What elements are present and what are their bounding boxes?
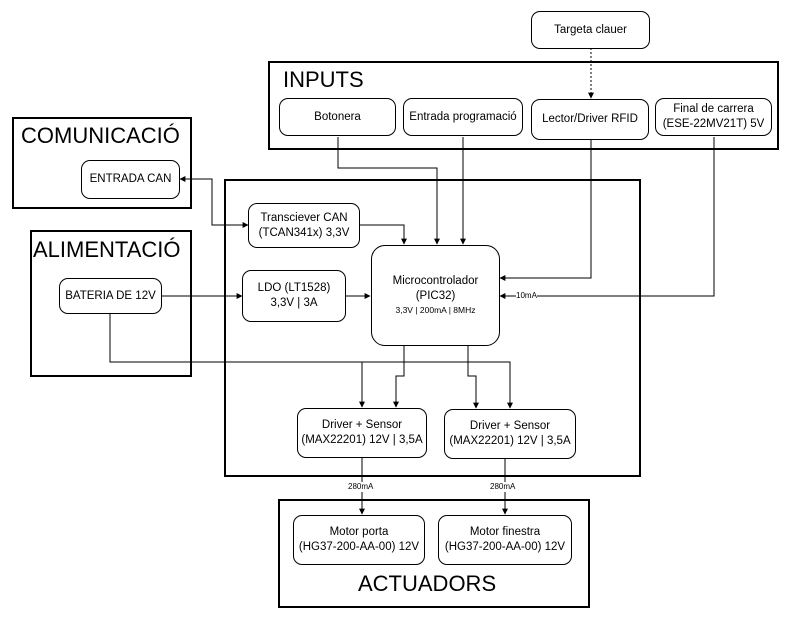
ldo-line2: 3,3V | 3A — [270, 297, 318, 309]
driver2-line2: (MAX22201) 12V | 3,5A — [449, 435, 571, 447]
transceiver-line1: Transciever CAN — [260, 211, 348, 224]
motor-porta-line2: (HG37-200-AA-00) 12V — [298, 541, 420, 553]
micro-line1: Microcontrolador — [392, 275, 479, 287]
wire-botonera-to-micro — [337, 137, 440, 245]
wire-can-to-transceiver — [179, 176, 249, 228]
bateria-node[interactable]: BATERIA DE 12V — [59, 278, 162, 314]
alimentacio-group — [30, 230, 192, 377]
driver-sensor-1-node[interactable]: Driver + Sensor (MAX22201) 12V | 3,5A — [297, 408, 427, 458]
comunicacio-title: COMUNICACIÓ — [21, 123, 180, 148]
driver2-line1: Driver + Sensor — [469, 420, 551, 432]
wire-micro-to-driver1 — [393, 346, 405, 408]
botonera-node[interactable]: Botonera — [279, 98, 396, 136]
final-carrera-node[interactable]: Final de carrera (ESE-22MV21T) 5V — [655, 98, 772, 136]
wire-bateria-to-driver2 — [109, 314, 513, 409]
final-carrera-line2: (ESE-22MV21T) 5V — [662, 118, 765, 130]
wire-transceiver-to-micro — [360, 224, 407, 245]
entrada-programacio-label: Entrada programació — [409, 110, 517, 123]
transceiver-can-node[interactable]: Transciever CAN (TCAN341x) 3,3V — [248, 203, 360, 248]
inputs-group — [268, 61, 779, 150]
microcontrolador-node[interactable]: Microcontrolador (PIC32) 3,3V | 200mA | … — [371, 245, 500, 346]
lector-rfid-node[interactable]: Lector/Driver RFID — [531, 99, 649, 140]
control-board-group — [224, 179, 641, 477]
driver1-line1: Driver + Sensor — [321, 419, 403, 431]
entrada-can-node[interactable]: ENTRADA CAN — [81, 160, 180, 199]
entrada-programacio-node[interactable]: Entrada programació — [403, 98, 523, 136]
actuadors-title: ACTUADORS — [358, 571, 497, 596]
targeta-clauer-node[interactable]: Targeta clauer — [531, 11, 650, 49]
micro-line3: 3,3V | 200mA | 8MHz — [395, 305, 476, 315]
ldo-node[interactable]: LDO (LT1528) 3,3V | 3A — [242, 270, 346, 322]
comunicacio-group — [12, 117, 192, 209]
motor-finestra-line2: (HG37-200-AA-00) 12V — [444, 541, 566, 553]
driver1-line2: (MAX22201) 12V | 3,5A — [301, 434, 423, 446]
final-carrera-line1: Final de carrera — [673, 103, 754, 115]
driver-sensor-2-node[interactable]: Driver + Sensor (MAX22201) 12V | 3,5A — [444, 409, 576, 459]
motor-finestra-line1: Motor finestra — [469, 526, 541, 538]
bateria-label: BATERIA DE 12V — [65, 289, 156, 302]
motor-finestra-node[interactable]: Motor finestra (HG37-200-AA-00) 12V — [438, 515, 572, 565]
motor-porta-current-label: 280mA — [348, 482, 374, 492]
targeta-clauer-label: Targeta clauer — [554, 23, 627, 36]
wire-micro-to-driver2 — [467, 346, 479, 409]
actuadors-group — [278, 499, 590, 608]
ldo-line1: LDO (LT1528) — [257, 282, 331, 294]
wire-lector-to-micro — [499, 140, 592, 281]
wire-final-to-micro — [499, 137, 715, 299]
final-carrera-current-label: 10mA — [516, 291, 537, 301]
motor-porta-line1: Motor porta — [329, 526, 389, 538]
motor-finestra-current-label: 280mA — [490, 482, 516, 492]
lector-rfid-label: Lector/Driver RFID — [542, 113, 638, 125]
inputs-title: INPUTS — [283, 67, 364, 92]
alimentacio-title: ALIMENTACIÓ — [33, 237, 181, 262]
botonera-label: Botonera — [314, 110, 361, 123]
micro-line2: (PIC32) — [415, 290, 456, 302]
transceiver-line2: (TCAN341x) 3,3V — [258, 226, 350, 239]
motor-porta-node[interactable]: Motor porta (HG37-200-AA-00) 12V — [293, 515, 425, 565]
entrada-can-label: ENTRADA CAN — [89, 173, 172, 185]
